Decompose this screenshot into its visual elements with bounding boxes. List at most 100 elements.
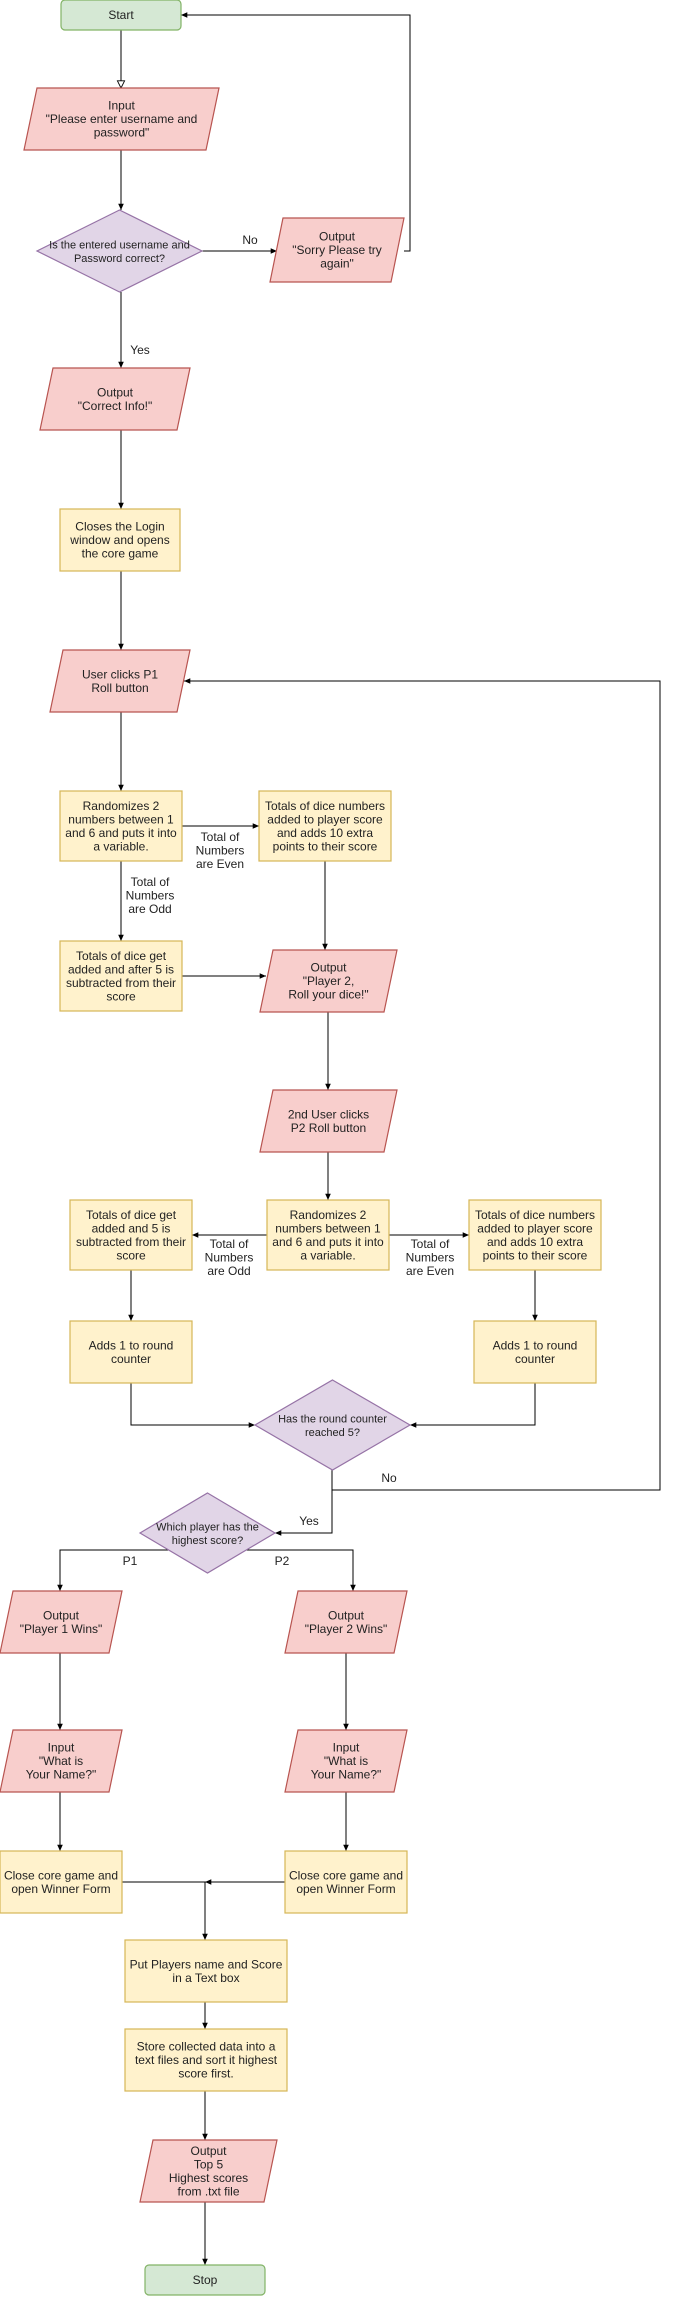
node-round-left-shape	[69, 1320, 193, 1384]
node-name-left-shape	[0, 1729, 123, 1793]
node-p2-wins: Output"Player 2 Wins"	[284, 1590, 408, 1654]
node-textbox-shape	[124, 1939, 288, 2003]
node-correct: Output"Correct Info!"	[39, 367, 191, 431]
node-p1-wins: Output"Player 1 Wins"	[0, 1590, 123, 1654]
node-p1-wins-shape	[0, 1590, 123, 1654]
node-p2-wins-label: Output"Player 2 Wins"	[305, 1608, 388, 1636]
edge-label-yes-login: Yes	[128, 342, 152, 358]
connector-sorry-to-start	[181, 12, 411, 252]
edge-label-text: No	[381, 1471, 397, 1485]
node-login-input-shape	[23, 87, 220, 151]
connector-highest-to-p1wins	[57, 1549, 207, 1591]
node-stop-shape	[144, 2264, 266, 2296]
connector-highest-to-p2wins	[207, 1549, 356, 1591]
node-p2-random-shape	[266, 1199, 390, 1271]
connector-roundleft-to-check	[130, 1383, 255, 1428]
node-p2-prompt: Output"Player 2,Roll your dice!"	[259, 949, 398, 1013]
node-sorry-shape	[269, 217, 405, 283]
node-p2-even-shape	[468, 1199, 602, 1271]
edge-label-bg	[241, 232, 259, 248]
connector-layer	[57, 12, 661, 2265]
node-check-login-shape	[35, 209, 204, 293]
edge-label-text: P2	[275, 1554, 290, 1568]
edge-label-bg	[122, 874, 178, 917]
node-close-right-shape	[284, 1850, 408, 1914]
node-start-shape	[60, 0, 182, 31]
node-correct-shape	[39, 367, 191, 431]
node-top5-shape	[139, 2139, 278, 2203]
node-close-left-shape	[0, 1850, 123, 1914]
edge-label-bg	[273, 1553, 291, 1569]
edge-label-bg	[402, 1236, 458, 1279]
edge-label-no-login: No	[241, 232, 259, 248]
connector-roundright-to-check	[410, 1383, 536, 1428]
node-highest-shape	[138, 1492, 277, 1574]
node-p1-odd-shape	[59, 940, 183, 1012]
node-p2-prompt-label: Output"Player 2,Roll your dice!"	[288, 961, 368, 1002]
node-p2-roll-shape	[259, 1089, 398, 1153]
edge-label-bg	[128, 342, 152, 358]
node-name-right-shape	[284, 1729, 408, 1793]
node-start-label: Start	[108, 8, 134, 22]
node-p2-odd-shape	[69, 1199, 193, 1271]
node-p1-random-shape	[59, 790, 183, 862]
node-p1-even-shape	[258, 790, 392, 862]
node-start: Start	[60, 0, 182, 31]
edge-label-text: Yes	[130, 343, 150, 357]
node-p1-roll-shape	[49, 649, 191, 713]
node-stop: Stop	[144, 2264, 266, 2296]
edge-label-bg	[297, 1513, 321, 1529]
node-open-game-shape	[59, 508, 181, 572]
node-p2-wins-shape	[284, 1590, 408, 1654]
connector-closeleft-to-textbox	[122, 1881, 208, 1940]
